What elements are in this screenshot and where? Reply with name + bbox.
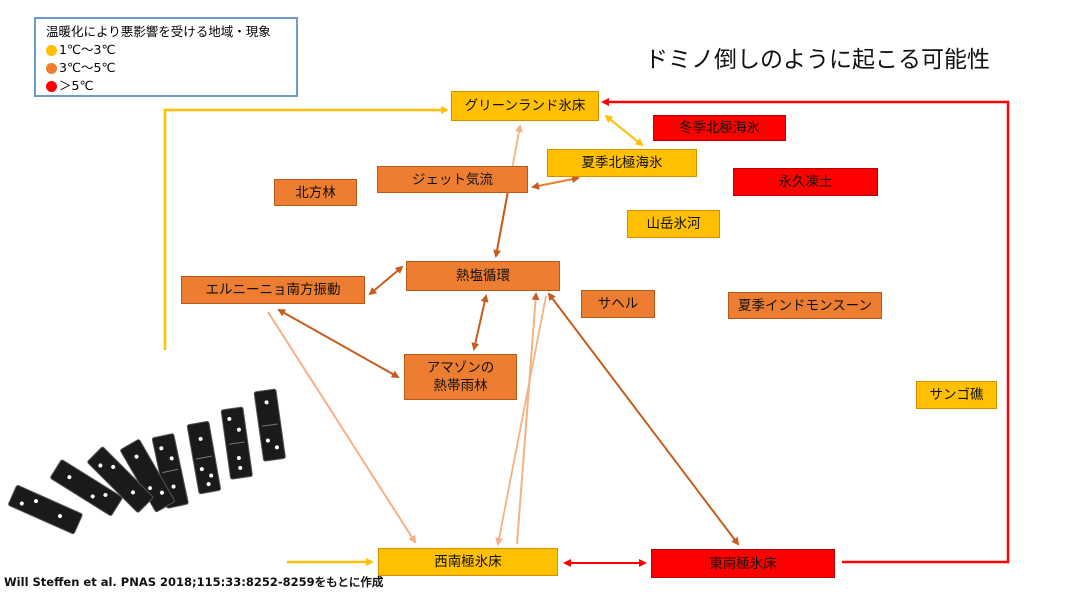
node-permafrost-label: 永久凍土 — [778, 174, 833, 190]
node-boreal-forest: 北方林 — [274, 179, 357, 206]
node-east-antarctic-label: 東南極氷床 — [709, 555, 777, 572]
page-title: ドミノ倒しのように起こる可能性 — [645, 47, 990, 73]
node-jet-stream-label: ジェット気流 — [412, 171, 493, 188]
node-thermohaline-label: 熱塩循環 — [456, 268, 510, 284]
node-mountain-glacier-label: 山岳氷河 — [646, 216, 701, 232]
arrow-thermohaline-amazon — [471, 294, 489, 351]
legend-label-1: 1℃〜3℃ — [59, 42, 116, 57]
node-permafrost: 永久凍土 — [733, 168, 878, 196]
node-enso: エルニーニョ南方振動 — [181, 276, 365, 304]
node-thermohaline: 熱塩循環 — [406, 261, 560, 291]
node-sahel-label: サヘル — [597, 296, 639, 312]
red-dot-icon — [46, 80, 57, 92]
node-coral-reef-label: サンゴ礁 — [929, 387, 984, 403]
domino-icon — [8, 388, 286, 535]
node-arctic-summer-ice-label: 夏季北極海氷 — [581, 155, 663, 171]
node-greenland-label: グリーンランド氷床 — [464, 98, 586, 114]
legend-item-1: 1℃〜3℃ — [46, 41, 286, 59]
arrow-west-antarctic-thermohaline — [516, 292, 540, 545]
right-frame-arrow — [601, 98, 1010, 564]
node-amazon-label-line2: 熱帯雨林 — [433, 378, 488, 394]
arrow-thermohaline-east-antarctic — [547, 292, 740, 546]
legend: 温暖化により悪影響を受ける地域・現象 1℃〜3℃ 3℃〜5℃ ＞5℃ — [34, 17, 298, 97]
node-coral-reef: サンゴ礁 — [916, 381, 997, 409]
arrow-summer-ice-jet — [531, 175, 580, 190]
arrow-thermohaline-west-antarctic-2 — [495, 295, 547, 546]
arrow-enso-thermohaline — [368, 265, 404, 296]
node-west-antarctic-label: 西南極氷床 — [434, 554, 502, 570]
left-frame-arrow — [163, 106, 449, 350]
legend-label-3: ＞5℃ — [59, 78, 94, 93]
node-indian-monsoon-label: 夏季インドモンスーン — [737, 297, 873, 314]
node-sahel: サヘル — [581, 290, 655, 318]
node-mountain-glacier: 山岳氷河 — [627, 210, 720, 238]
node-west-antarctic: 西南極氷床 — [378, 548, 558, 576]
node-amazon-label-line1: アマゾンの — [426, 360, 495, 376]
arrow-greenland-summer-ice — [604, 114, 644, 147]
node-boreal-forest-label: 北方林 — [295, 184, 336, 201]
arrow-enso-amazon — [277, 309, 400, 378]
node-east-antarctic: 東南極氷床 — [651, 549, 835, 578]
yellow-dot-icon — [46, 44, 57, 56]
node-amazon-rainforest: アマゾンの 熱帯雨林 — [404, 354, 517, 400]
legend-item-3: ＞5℃ — [46, 77, 286, 95]
legend-label-2: 3℃〜5℃ — [59, 60, 116, 75]
orange-dot-icon — [46, 62, 57, 74]
node-arctic-summer-ice: 夏季北極海氷 — [547, 149, 697, 177]
legend-heading: 温暖化により悪影響を受ける地域・現象 — [46, 24, 271, 39]
node-arctic-winter-ice: 冬季北極海氷 — [653, 115, 786, 141]
node-jet-stream: ジェット気流 — [377, 166, 528, 193]
arrow-enso-west-antarctic — [267, 311, 417, 544]
source-citation: Will Steffen et al. PNAS 2018;115:33:825… — [4, 575, 384, 589]
node-enso-label: エルニーニョ南方振動 — [205, 282, 341, 298]
node-arctic-winter-ice-label: 冬季北極海氷 — [679, 120, 760, 136]
node-indian-monsoon: 夏季インドモンスーン — [728, 292, 882, 319]
node-greenland: グリーンランド氷床 — [451, 91, 599, 121]
legend-item-2: 3℃〜5℃ — [46, 59, 286, 77]
